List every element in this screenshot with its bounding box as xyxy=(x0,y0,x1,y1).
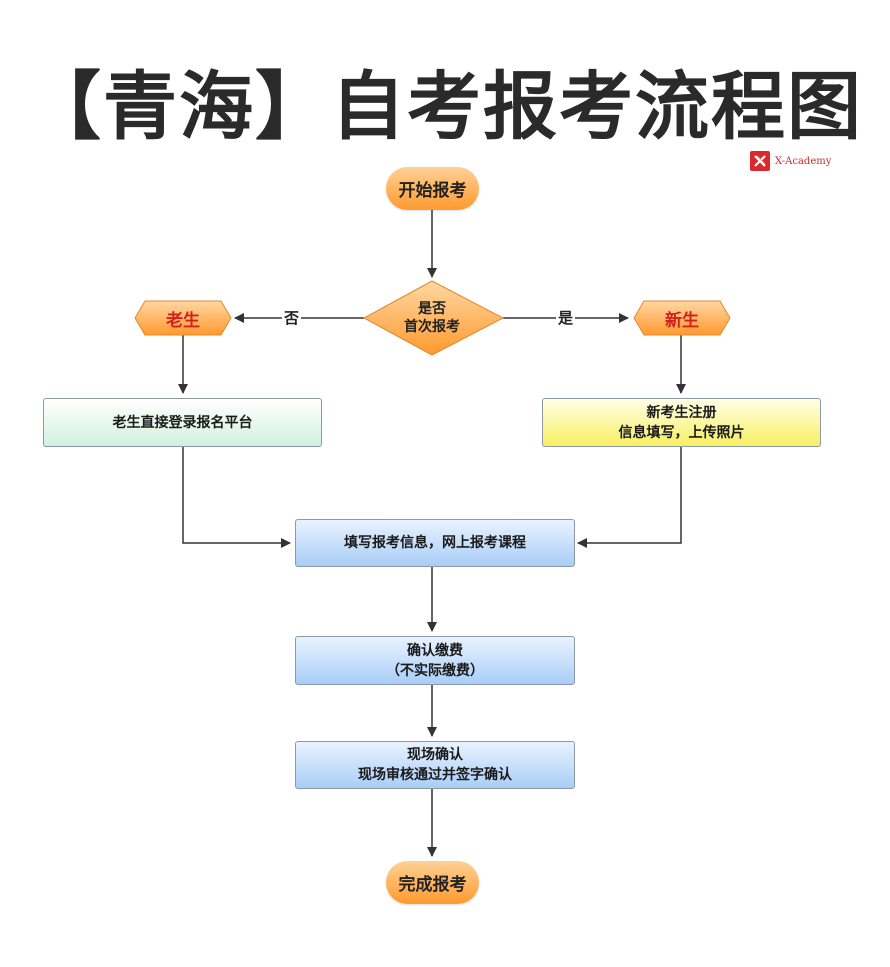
edge-register-fill xyxy=(577,447,682,548)
decision-line2: 首次报考 xyxy=(404,319,460,335)
decision-node: 是否 首次报考 xyxy=(380,298,484,338)
onsite-line2: 现场审核通过并签字确认 xyxy=(358,767,512,783)
new-student-hexagon xyxy=(633,300,731,336)
onsite-node: 现场确认 现场审核通过并签字确认 xyxy=(295,741,575,789)
onsite-line1: 现场确认 xyxy=(407,747,463,763)
page-title: 【青海】自考报考流程图 xyxy=(27,64,863,150)
fill-info-node: 填写报考信息，网上报考课程 xyxy=(295,519,575,567)
decision-line1: 是否 xyxy=(418,301,446,317)
old-student-hexagon xyxy=(134,300,232,336)
edge-label-yes: 是 xyxy=(556,307,576,328)
decision-diamond xyxy=(362,280,505,356)
new-register-line1: 新考生注册 xyxy=(646,404,717,421)
edge-login-fill xyxy=(182,447,291,548)
new-register-node: 新考生注册 信息填写，上传照片 xyxy=(542,398,821,447)
x-academy-logo-icon xyxy=(750,151,770,171)
old-student-node: 老生 xyxy=(166,310,200,331)
brand: X-Academy xyxy=(750,151,831,171)
brand-name: X-Academy xyxy=(775,155,832,167)
new-student-node: 新生 xyxy=(665,310,699,331)
confirm-pay-node: 确认缴费 （不实际缴费） xyxy=(295,636,575,685)
confirm-pay-line2: （不实际缴费） xyxy=(386,662,484,679)
edge-label-no: 否 xyxy=(282,307,302,328)
old-login-node: 老生直接登录报名平台 xyxy=(43,398,322,447)
finish-node: 完成报考 xyxy=(386,861,479,904)
confirm-pay-line1: 确认缴费 xyxy=(407,642,463,659)
start-node: 开始报考 xyxy=(386,167,479,210)
new-register-line2: 信息填写，上传照片 xyxy=(618,424,745,441)
